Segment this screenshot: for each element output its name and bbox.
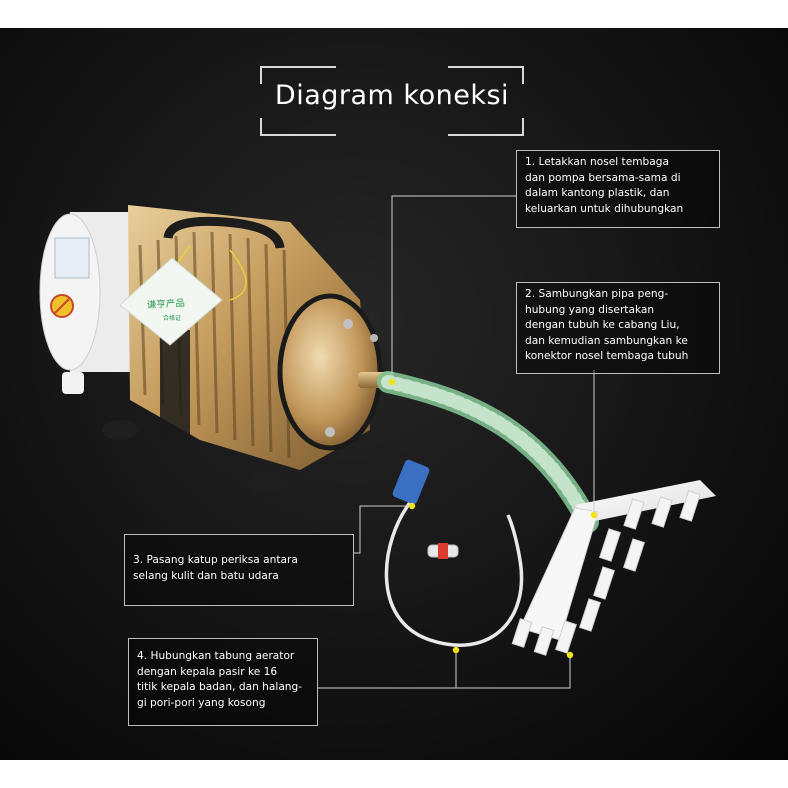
air-stone (392, 459, 430, 505)
warning-icon-slash (54, 298, 70, 314)
aerator-tube (384, 498, 524, 647)
motor-end-cap (39, 213, 101, 371)
title-frame: Diagram koneksi (260, 66, 524, 136)
product-tag-line2: 合格证 (163, 314, 181, 322)
marker-dot (566, 651, 574, 659)
page-title: Diagram koneksi (274, 80, 510, 111)
callout-line: dalam kantong plastik, dan (525, 187, 670, 199)
pump-foot (102, 420, 138, 440)
callout-line: titik kepala badan, dan halang- (137, 681, 303, 693)
marker-dots (388, 378, 598, 659)
tag-string (229, 249, 247, 301)
leader-line-1 (391, 195, 516, 382)
connection-illustration: 谦亨产品 合格证 (39, 195, 716, 689)
connecting-hose (377, 371, 599, 533)
callout-line: 4. Hubungkan tabung aerator (137, 650, 295, 662)
pump-handle (163, 216, 285, 249)
tag-string (177, 245, 191, 263)
pump-foot (248, 470, 288, 494)
callout-line: gi pori-pori yang kosong (137, 696, 266, 709)
callout-line: dan kemudian sambungkan ke (525, 334, 688, 347)
manifold-outlet (511, 490, 701, 656)
cap-screw (370, 334, 378, 342)
leader-line-4a (318, 650, 457, 689)
callout-line: 1. Letakkan nosel tembaga (525, 156, 669, 168)
marker-dot (590, 511, 598, 519)
diagram-canvas: 谦亨产品 合格证 (0, 28, 788, 760)
air-pump: 谦亨产品 合格证 (39, 205, 394, 494)
callout-step-3: 3. Pasang katup periksa antara selang ku… (124, 534, 354, 606)
frame-corner (260, 118, 336, 136)
callout-line: konektor nosel tembaga tubuh (525, 350, 689, 362)
callout-line: dengan tubuh ke cabang Liu, (525, 319, 680, 331)
pump-side-outlet (62, 372, 84, 394)
marker-dot (408, 502, 416, 510)
cap-screw (343, 319, 353, 329)
motor-label (54, 237, 90, 279)
leader-line-3 (354, 505, 412, 554)
callout-line: 3. Pasang katup periksa antara (133, 554, 298, 566)
callout-line: dengan kepala pasir ke 16 (137, 665, 278, 678)
check-valve (427, 543, 459, 559)
callout-line: hubung yang disertakan (525, 303, 655, 316)
callout-line: dan pompa bersama-sama di (525, 171, 681, 184)
callout-step-1: 1. Letakkan nosel tembaga dan pompa bers… (516, 150, 720, 228)
frame-corner (260, 66, 336, 84)
callout-step-4: 4. Hubungkan tabung aerator dengan kepal… (128, 638, 318, 726)
pump-center-band (160, 330, 190, 440)
leader-lines (318, 195, 595, 689)
frame-corner (448, 118, 524, 136)
marker-dot (452, 646, 460, 654)
marker-dot (388, 378, 396, 386)
product-tag (119, 257, 223, 346)
cap-screw (325, 427, 335, 437)
leader-line-4b (456, 655, 571, 689)
callout-line: selang kulit dan batu udara (133, 569, 279, 582)
callout-step-2: 2. Sambungkan pipa peng- hubung yang dis… (516, 282, 720, 374)
frame-corner (448, 66, 524, 84)
product-tag-line1: 谦亨产品 (147, 297, 186, 311)
callout-line: 2. Sambungkan pipa peng- (525, 288, 669, 300)
branch-manifold (511, 480, 716, 656)
callout-line: keluarkan untuk dihubungkan (525, 202, 684, 215)
